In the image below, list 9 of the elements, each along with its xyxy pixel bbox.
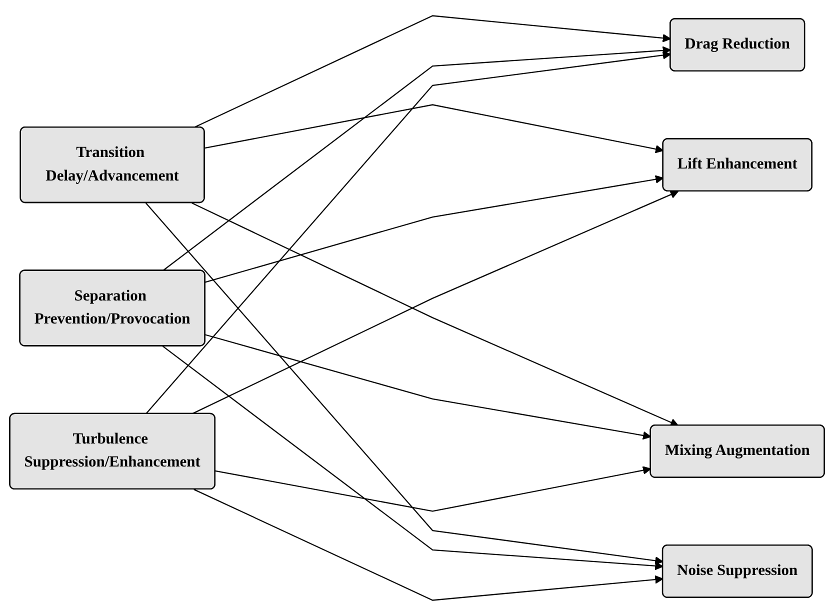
arrow	[205, 174, 664, 282]
arrow	[205, 334, 652, 440]
arrow	[204, 104, 664, 153]
arrow	[162, 46, 671, 271]
arrow	[194, 488, 664, 600]
arrow	[162, 345, 664, 570]
arrow	[145, 202, 664, 564]
arrow	[145, 50, 671, 414]
arrow	[215, 466, 652, 512]
